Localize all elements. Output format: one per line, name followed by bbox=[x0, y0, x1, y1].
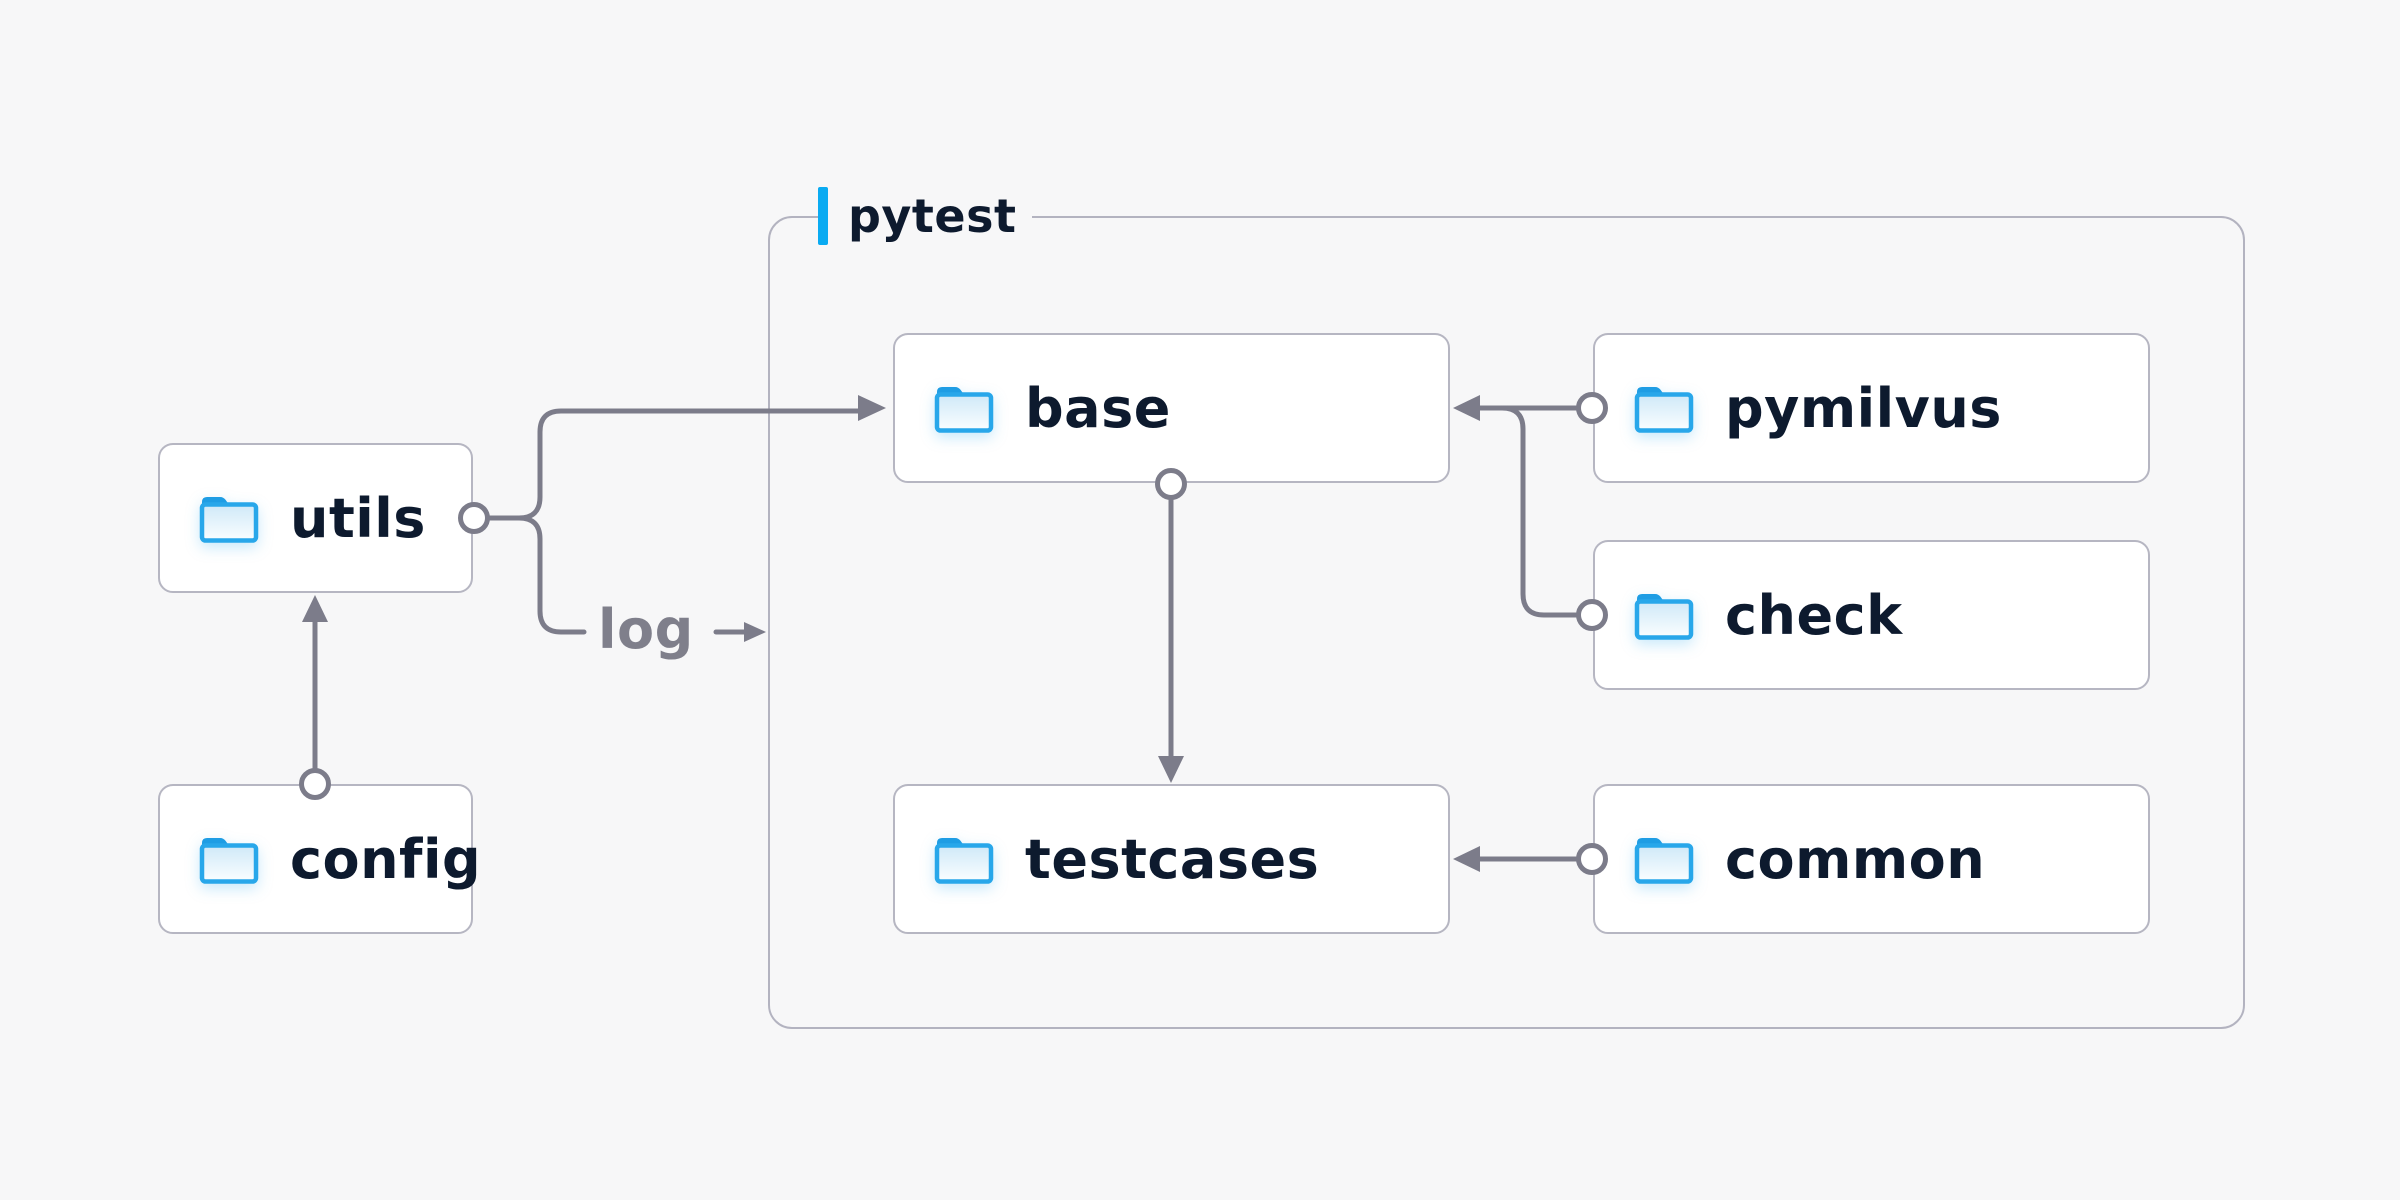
node-label-check: check bbox=[1725, 583, 1903, 647]
arrowhead-config-utils bbox=[302, 595, 328, 622]
folder-icon bbox=[1633, 383, 1695, 433]
node-label-testcases: testcases bbox=[1025, 827, 1320, 891]
arrowhead-log bbox=[744, 622, 766, 642]
node-label-utils: utils bbox=[290, 486, 426, 550]
node-common: common bbox=[1593, 784, 2150, 934]
node-testcases: testcases bbox=[893, 784, 1450, 934]
folder-icon bbox=[1633, 590, 1695, 640]
node-config: config bbox=[158, 784, 481, 934]
node-label-base: base bbox=[1025, 376, 1171, 440]
node-base: base bbox=[893, 333, 1450, 483]
pytest-group bbox=[768, 216, 2245, 1029]
edge-utils-log bbox=[516, 515, 587, 635]
folder-icon bbox=[933, 383, 995, 433]
accent-bar bbox=[818, 187, 828, 245]
node-utils: utils bbox=[158, 443, 473, 593]
folder-icon bbox=[933, 834, 995, 884]
pytest-group-label: pytest bbox=[818, 182, 1033, 250]
node-label-pymilvus: pymilvus bbox=[1725, 376, 2002, 440]
edge-label-log: log bbox=[598, 598, 694, 661]
node-check: check bbox=[1593, 540, 2150, 690]
folder-icon bbox=[198, 493, 260, 543]
node-label-common: common bbox=[1725, 827, 1986, 891]
folder-icon bbox=[198, 834, 260, 884]
folder-icon bbox=[1633, 834, 1695, 884]
pytest-group-title: pytest bbox=[848, 189, 1017, 243]
node-label-config: config bbox=[290, 827, 482, 891]
node-pymilvus: pymilvus bbox=[1593, 333, 2150, 483]
